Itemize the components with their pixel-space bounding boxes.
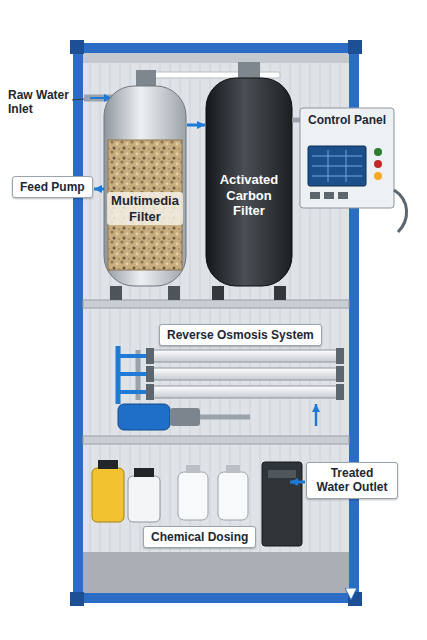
shelves-part — [83, 436, 349, 444]
multimedia-tank-part — [104, 86, 186, 286]
container-housing-part — [83, 53, 349, 63]
control-panel-body-part — [310, 192, 320, 199]
chemical-dosing-tanks-part — [268, 470, 296, 478]
reverse-osmosis-rack-part — [200, 415, 250, 420]
node-text: Activated Carbon Filter — [209, 172, 289, 219]
node-text: Multimedia Filter — [107, 192, 183, 225]
reverse-osmosis-rack-part — [146, 348, 154, 364]
container-housing-part — [348, 40, 362, 54]
outlet-arrows-part — [350, 514, 353, 598]
reverse-osmosis-rack-part — [150, 386, 340, 398]
reverse-osmosis-rack-part — [146, 384, 154, 400]
chemical-dosing-tanks — [92, 460, 302, 546]
multimedia-tank-part — [168, 286, 180, 300]
chemical-dosing-tanks-part — [262, 462, 302, 546]
inlet-pipe-part — [90, 97, 112, 99]
reverse-osmosis-rack-part — [118, 404, 170, 430]
node-text: Reverse Osmosis System — [167, 328, 314, 342]
carbon-tank-part — [238, 62, 260, 78]
reverse-osmosis-rack-part — [118, 372, 150, 376]
carbon-tank-part — [206, 78, 292, 286]
callout-box: Feed Pump — [12, 176, 93, 198]
control-panel-body — [300, 108, 407, 232]
callout-label: Raw Water Inlet — [8, 88, 78, 117]
control-panel-body-part-part — [312, 156, 362, 157]
reverse-osmosis-rack-part — [336, 384, 344, 400]
container-housing-part — [70, 592, 84, 606]
control-panel-body-part — [374, 148, 382, 156]
chemical-dosing-tanks-part — [186, 465, 200, 473]
carbon-tank-part — [292, 118, 300, 123]
outlet-arrows-part — [290, 481, 305, 484]
control-panel-body-part-part — [346, 150, 347, 182]
carbon-tank-part — [212, 286, 224, 300]
section-label-box: Chemical Dosing — [143, 526, 256, 548]
flow-arrow — [187, 124, 205, 127]
outlet-arrows — [290, 482, 351, 598]
reverse-osmosis-rack-part — [118, 390, 150, 394]
section-label-box: Reverse Osmosis System — [159, 324, 322, 346]
carbon-tank — [206, 62, 300, 300]
multimedia-tank-part — [136, 70, 156, 86]
control-panel-body-part — [324, 192, 334, 199]
reverse-osmosis-rack-part — [150, 350, 340, 362]
chemical-dosing-tanks-part — [98, 460, 118, 469]
control-panel-body-part-part — [312, 176, 362, 177]
container-housing-part — [83, 552, 349, 593]
node-text: Treated Water Outlet — [314, 466, 390, 495]
multimedia-tank — [104, 70, 186, 300]
node-text: Chemical Dosing — [151, 530, 248, 544]
chemical-dosing-tanks-part — [134, 468, 154, 477]
shelves — [83, 300, 349, 444]
reverse-osmosis-rack-part — [146, 366, 154, 382]
control-panel-body-part — [338, 192, 348, 199]
control-panel-body-part — [300, 108, 394, 208]
reverse-osmosis-rack-part — [150, 368, 340, 380]
reverse-osmosis-rack-part — [118, 354, 150, 358]
node-text: Control Panel — [303, 113, 391, 127]
chemical-dosing-tanks-part — [128, 476, 160, 522]
control-panel-body-part — [374, 172, 382, 180]
container-housing-part — [70, 40, 84, 54]
reverse-osmosis-rack-part — [315, 404, 318, 426]
chemical-dosing-tanks-part — [92, 468, 124, 522]
chemical-dosing-tanks-part — [226, 465, 240, 473]
container-housing-part — [150, 72, 280, 78]
filter-tank: Activated Carbon Filter — [206, 72, 292, 300]
control-panel-body-part — [308, 146, 366, 186]
multimedia-tank-part — [110, 286, 122, 300]
control-panel-body-part-part — [312, 166, 362, 167]
inlet-pipe-part — [72, 99, 84, 100]
carbon-tank-part — [274, 286, 286, 300]
shelves-part — [83, 300, 349, 308]
control-panel-body-part-part — [328, 150, 329, 182]
control-panel-body-part — [374, 160, 382, 168]
filter-tank: Multimedia Filter — [104, 80, 186, 300]
multimedia-tank-part — [108, 140, 182, 270]
chemical-dosing-tanks-part — [218, 472, 248, 520]
reverse-osmosis-rack — [118, 346, 344, 430]
control-panel-body-part — [394, 190, 407, 232]
feed-pump-arrow-part — [94, 188, 104, 191]
node-text: Feed Pump — [20, 180, 85, 194]
callout-box: Treated Water Outlet — [306, 462, 398, 499]
chemical-dosing-tanks-part — [178, 472, 208, 520]
control-panel-body-part — [312, 150, 362, 182]
reverse-osmosis-rack-part — [170, 408, 200, 426]
reverse-osmosis-rack-part — [336, 348, 344, 364]
control-panel: Control Panel — [300, 108, 394, 208]
feed-pump-arrow — [94, 189, 104, 190]
reverse-osmosis-rack-part — [336, 366, 344, 382]
container-housing-part-part — [90, 56, 91, 590]
